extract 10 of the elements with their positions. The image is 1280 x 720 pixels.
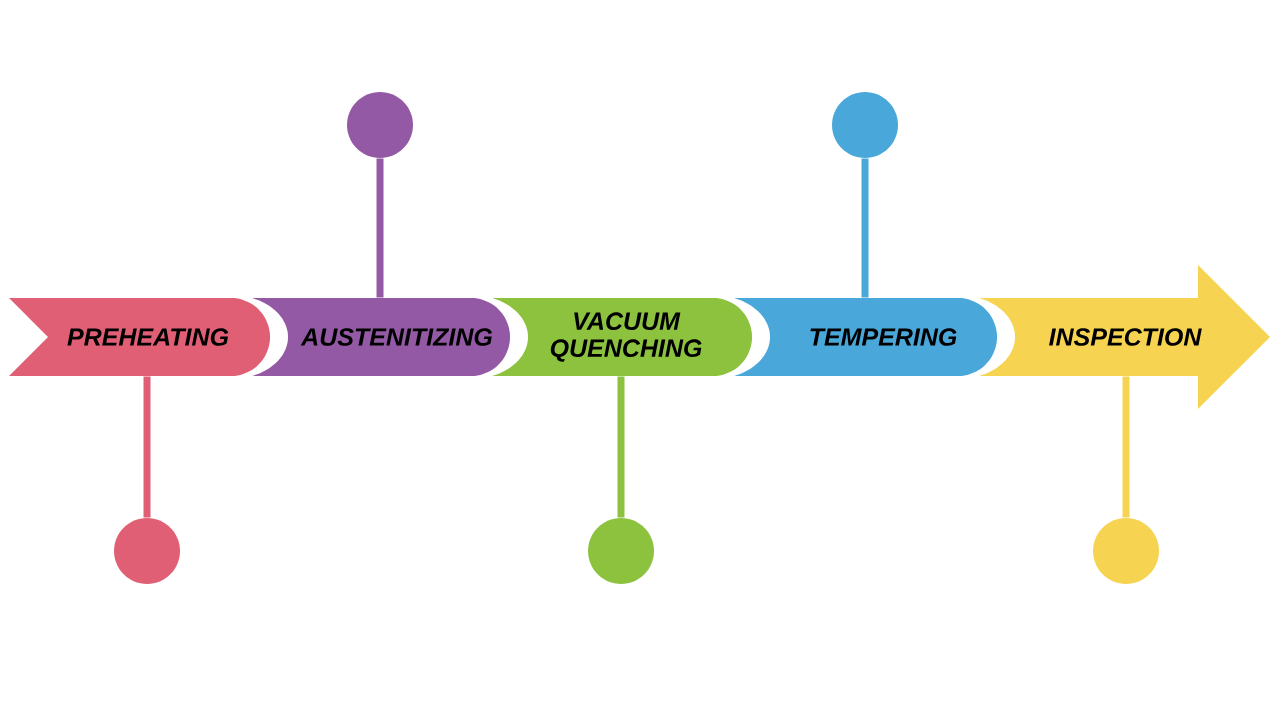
circle-marker: [347, 92, 413, 158]
timeline-segment: AUSTENITIZING: [252, 298, 510, 376]
timeline-segment: TEMPERING: [734, 298, 997, 376]
timeline-segment: PREHEATING: [9, 298, 270, 376]
circle-marker: [588, 518, 654, 584]
arrowhead-segment: INSPECTION: [979, 265, 1270, 409]
circle-marker: [832, 92, 898, 158]
circle-marker: [1093, 518, 1159, 584]
circle-marker: [114, 518, 180, 584]
timeline-segment: VACUUM QUENCHING: [492, 298, 752, 376]
